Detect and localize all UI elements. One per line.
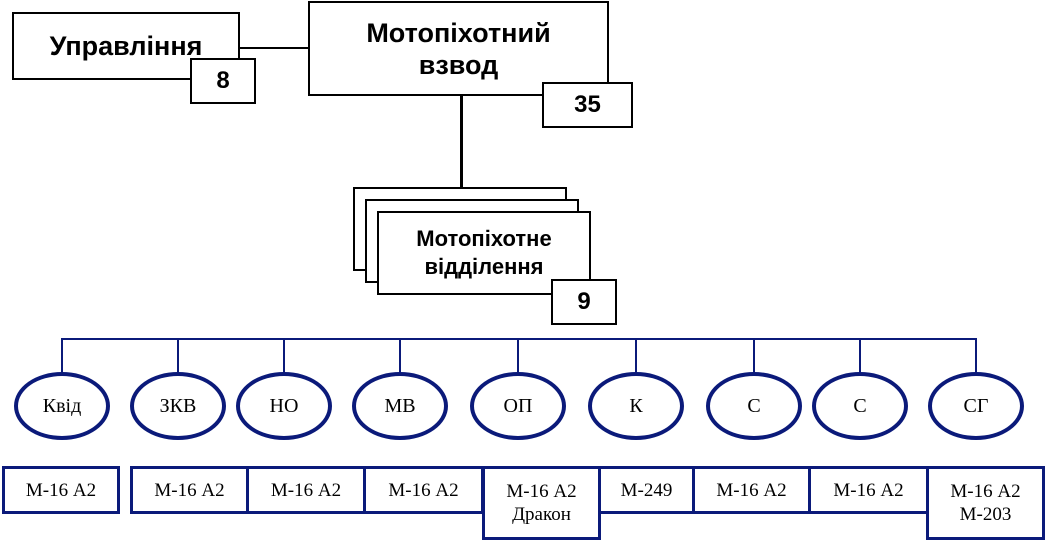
role-oval: ОП [470, 372, 566, 440]
connector-drop [283, 338, 285, 374]
connector-drop [975, 338, 977, 374]
weapon-label: М-16 А2 [950, 481, 1021, 502]
weapon-label: М-16 А2 [25, 479, 97, 501]
weapon-box: М-16 А2 [692, 466, 811, 514]
connector-platoon-squad [460, 95, 463, 187]
weapon-label: М-249 [620, 479, 673, 501]
weapon-label: М-16 А2 [506, 481, 577, 502]
role-oval: С [812, 372, 908, 440]
weapon-label: М-16 А2 [833, 479, 904, 501]
weapon-box: М-16 А2 [130, 466, 249, 514]
role-oval: ЗКВ [130, 372, 226, 440]
weapon-label: М-203 [959, 504, 1012, 525]
role-oval: НО [236, 372, 332, 440]
weapon-label: М-16 А2 [388, 479, 459, 501]
connector-drop [517, 338, 519, 374]
platoon-title-line2: взвод [418, 49, 499, 80]
platoon-box: Мотопіхотний взвод [308, 1, 609, 96]
role-label: С [747, 394, 761, 417]
role-label: ОП [503, 394, 533, 417]
role-oval: МВ [352, 372, 448, 440]
connector-drop [61, 338, 63, 374]
weapon-label: Дракон [512, 504, 571, 525]
role-oval: Квід [14, 372, 110, 440]
role-oval: СГ [928, 372, 1024, 440]
squad-title-line2: відділення [424, 254, 544, 279]
weapon-label: М-16 А2 [154, 479, 225, 501]
connector-drop [635, 338, 637, 374]
connector-drop [399, 338, 401, 374]
weapon-box: М-16 А2 [808, 466, 929, 514]
role-oval: С [706, 372, 802, 440]
role-label: С [853, 394, 867, 417]
platoon-title-line1: Мотопіхотний [366, 17, 551, 48]
command-count: 8 [216, 67, 230, 94]
platoon-count-box: 35 [542, 82, 633, 128]
command-title: Управління [49, 31, 203, 61]
weapon-label: М-16 А2 [270, 479, 342, 501]
squad-title-line1: Мотопіхотне [416, 226, 552, 251]
weapon-box: М-16 А2 [2, 466, 120, 514]
squad-count: 9 [577, 288, 591, 315]
role-label: МВ [384, 394, 416, 417]
weapon-box: М-16 А2 [363, 466, 484, 514]
squad-count-box: 9 [551, 279, 617, 325]
command-count-box: 8 [190, 58, 256, 104]
role-oval: К [588, 372, 684, 440]
role-label: Квід [42, 394, 82, 417]
connector-command-platoon [238, 47, 310, 49]
role-label: К [629, 394, 643, 417]
role-label: ЗКВ [159, 394, 197, 417]
connector-drop [753, 338, 755, 374]
role-label: НО [269, 394, 299, 417]
weapon-box: М-249 [598, 466, 695, 514]
weapon-label: М-16 А2 [716, 479, 787, 501]
platoon-count: 35 [574, 91, 601, 118]
connector-drop [177, 338, 179, 374]
role-label: СГ [963, 394, 989, 417]
weapon-box: М-16 А2 [246, 466, 366, 514]
connector-drop [859, 338, 861, 374]
